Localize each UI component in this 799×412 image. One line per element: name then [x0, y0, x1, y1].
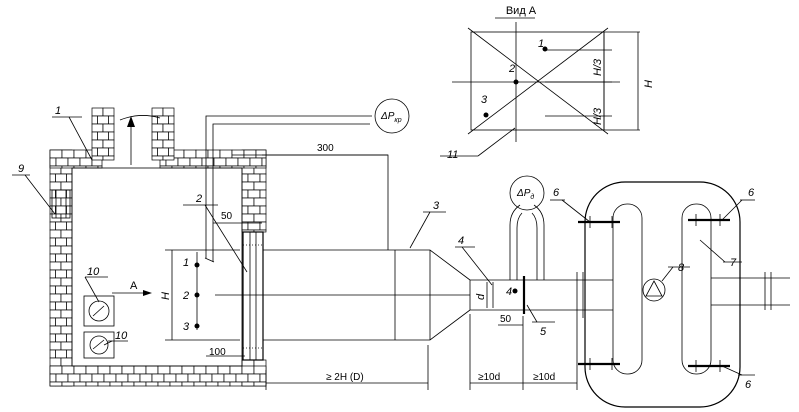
fan [642, 278, 666, 302]
view-a-point-2: 2 [508, 63, 515, 75]
gauge-cr-label: ΔPкр [380, 111, 402, 124]
callout-6-top-right: 6 [748, 187, 755, 199]
chimney-exhaust-arrow [119, 115, 161, 165]
callout-7: 7 [730, 257, 737, 269]
view-a-point-1: 1 [538, 38, 544, 50]
view-a-dim-h3-top: H/3 [592, 58, 604, 76]
callout-5: 5 [540, 326, 547, 338]
flange-bottom-right [688, 360, 730, 372]
dim-2h: ≥ 2H (D) [326, 372, 364, 383]
inlet-flange [576, 272, 584, 318]
dim-10d-right: ≥10d [533, 372, 555, 383]
dp-d-tubing [509, 204, 545, 280]
callout-1: 1 [55, 105, 61, 117]
diffuser [394, 249, 471, 341]
flange-top-right [688, 214, 730, 226]
orifice-plate [512, 276, 526, 314]
probe-point-1: 1 [183, 257, 189, 269]
callout-10-top: 10 [87, 266, 100, 278]
probe-tubes [204, 115, 389, 263]
callout-11: 11 [447, 149, 458, 161]
brick-enclosure [49, 107, 267, 387]
chamber-outline [71, 167, 243, 367]
h-label: H [160, 292, 172, 300]
gauge-d-label: ΔPд [516, 188, 534, 201]
callout-2: 2 [195, 193, 202, 205]
dim-10d-left: ≥10d [478, 372, 500, 383]
probe-point-2: 2 [182, 290, 189, 302]
view-a-dim-h: H [643, 80, 655, 88]
dim-300: 300 [317, 143, 334, 154]
view-a-dim-h3-bottom: H/3 [592, 107, 604, 125]
probe-points [194, 252, 200, 330]
height-dimension [165, 249, 240, 341]
instrument-bottom [83, 331, 115, 359]
flange-bottom-left [578, 358, 620, 370]
dim-100: 100 [209, 347, 226, 358]
gauge-dp-d [509, 175, 545, 211]
callout-10-bottom: 10 [115, 330, 128, 342]
instrument-top [83, 295, 115, 327]
outlet-pipe [711, 272, 790, 310]
dim-50-top: 50 [221, 211, 233, 222]
d-label: d [475, 293, 487, 300]
view-a-point-3: 3 [481, 94, 488, 106]
callout-8: 8 [678, 262, 685, 274]
probe-point-3: 3 [183, 321, 190, 333]
callout-6-bottom-right: 6 [745, 379, 752, 391]
gauge-dp-cr [374, 98, 410, 134]
leader-lines [12, 116, 755, 376]
wall-opening [51, 189, 71, 219]
view-a-arrow [112, 290, 152, 296]
bottom-dimensions [265, 282, 578, 390]
callout-3: 3 [433, 200, 440, 212]
callout-6-top-left: 6 [553, 187, 560, 199]
view-a [440, 17, 640, 157]
view-a-title: Вид А [506, 5, 537, 17]
dim-50-bottom: 50 [500, 314, 512, 325]
test-duct [215, 249, 470, 341]
callout-9: 9 [18, 163, 24, 175]
orifice-point-4: 4 [506, 286, 512, 298]
callout-4: 4 [458, 235, 464, 247]
fan-housing [580, 181, 741, 408]
text-labels: Вид А 1 2 3 H/3 H/3 H 11 1 9 2 3 4 5 6 6… [18, 5, 755, 391]
flow-straightener [242, 231, 264, 361]
arrow-a-label: A [130, 280, 138, 292]
